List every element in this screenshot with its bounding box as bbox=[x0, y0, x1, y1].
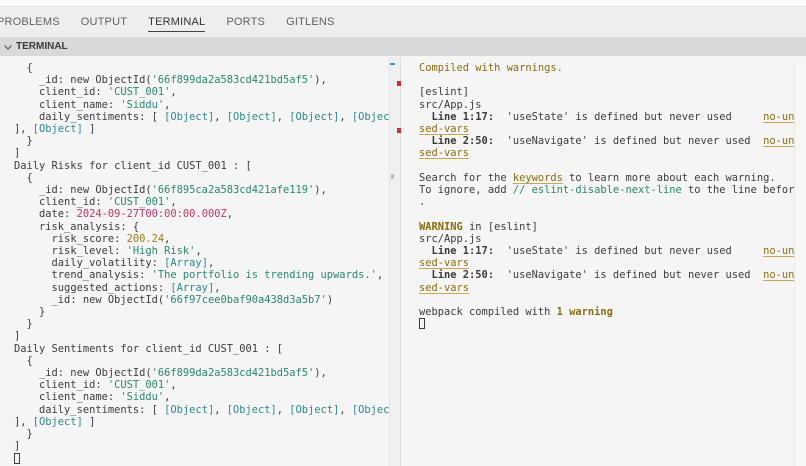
split-gutter-overview-ruler[interactable] bbox=[389, 57, 401, 466]
tab-problems[interactable]: PROBLEMS bbox=[0, 16, 60, 28]
window-top-strip bbox=[0, 0, 806, 7]
error-marker bbox=[397, 81, 401, 86]
rule-link[interactable]: no-unu bbox=[763, 269, 794, 282]
terminal-pane-right[interactable]: Compiled with warnings. [eslint] src/App… bbox=[401, 57, 794, 466]
compiled-status: Compiled with warnings. bbox=[419, 62, 563, 74]
rule-link[interactable]: no-unu bbox=[763, 110, 794, 123]
info-marker bbox=[390, 63, 395, 65]
terminal-section-header[interactable]: TERMINAL bbox=[0, 37, 806, 56]
rule-link[interactable]: sed-vars bbox=[419, 281, 470, 294]
terminal-output-right: Compiled with warnings. [eslint] src/App… bbox=[401, 57, 794, 330]
error-marker bbox=[397, 128, 401, 133]
tab-gitlens[interactable]: GITLENS bbox=[286, 16, 335, 28]
section-title: TERMINAL bbox=[16, 41, 68, 52]
sentiments-header: Daily Sentiments for client_id CUST_001 … bbox=[14, 342, 283, 355]
rule-link[interactable]: sed-vars bbox=[419, 257, 470, 270]
scroll-thumb[interactable] bbox=[391, 174, 394, 179]
rule-link[interactable]: no-unu bbox=[763, 135, 794, 148]
warning-label: WARNING bbox=[419, 220, 463, 233]
tab-terminal[interactable]: TERMINAL bbox=[148, 8, 206, 37]
right-scrollbar[interactable] bbox=[794, 63, 806, 466]
warning-count: 1 warning bbox=[556, 306, 613, 319]
panel-tab-bar: PROBLEMS OUTPUT TERMINAL PORTS GITLENS bbox=[0, 8, 806, 37]
terminal-cursor bbox=[14, 452, 20, 464]
terminal-pane-left[interactable]: { _id: new ObjectId('66f899da2a583cd421b… bbox=[0, 57, 389, 466]
tab-ports[interactable]: PORTS bbox=[226, 16, 266, 28]
risks-header: Daily Risks for client_id CUST_001 : [ bbox=[14, 159, 252, 172]
rule-link[interactable]: sed-vars bbox=[419, 147, 470, 160]
terminal-cursor bbox=[419, 318, 425, 330]
terminal-output-left: { _id: new ObjectId('66f899da2a583cd421b… bbox=[0, 57, 389, 465]
chevron-down-icon bbox=[3, 42, 13, 52]
tab-output[interactable]: OUTPUT bbox=[80, 16, 128, 28]
rule-link[interactable]: sed-vars bbox=[419, 123, 470, 136]
keywords-link[interactable]: keywords bbox=[512, 171, 563, 184]
rule-link[interactable]: no-unu bbox=[763, 245, 794, 258]
